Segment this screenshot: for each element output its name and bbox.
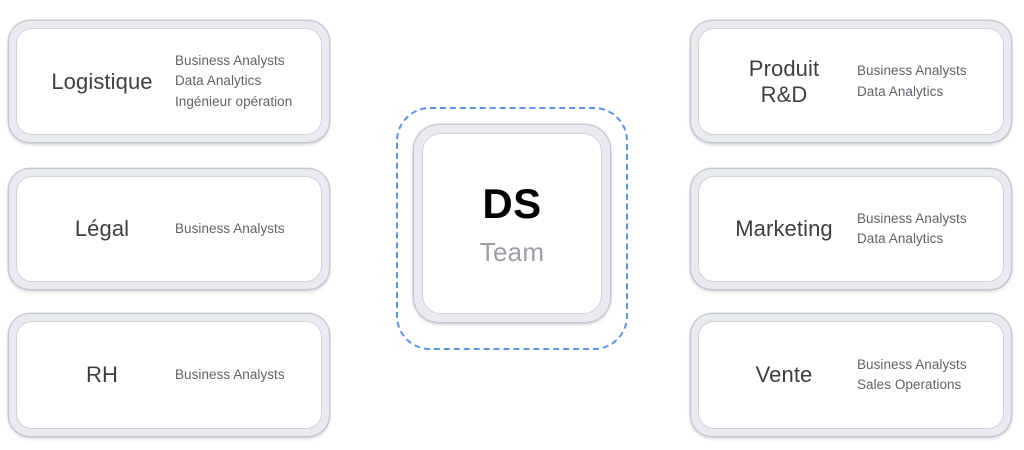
department-card-marketing[interactable]: Marketing Business Analysts Data Analyti… (690, 168, 1012, 290)
department-name: Produit R&D (748, 55, 820, 107)
department-card-produit-rd[interactable]: Produit R&D Business Analysts Data Analy… (690, 20, 1012, 143)
department-roles: Business Analysts Sales Operations (857, 356, 967, 392)
department-name: Légal (74, 216, 130, 242)
card-inner: RH Business Analysts (16, 321, 322, 429)
department-name: Vente (755, 362, 813, 388)
department-roles: Business Analysts (175, 220, 285, 236)
department-roles: Business Analysts Data Analytics (857, 63, 967, 99)
department-name: RH (86, 362, 118, 388)
department-roles: Business Analysts Data Analytics Ingénie… (175, 53, 293, 109)
card-inner: Vente Business Analysts Sales Operations (698, 321, 1004, 429)
ds-team-title: DS (482, 179, 542, 227)
ds-team-subtitle: Team (479, 236, 545, 267)
card-inner: Légal Business Analysts (16, 176, 322, 282)
department-card-rh[interactable]: RH Business Analysts (8, 313, 330, 437)
ds-team-highlight-border (396, 107, 628, 350)
card-inner: Marketing Business Analysts Data Analyti… (698, 176, 1004, 282)
card-inner: Logistique Business Analysts Data Analyt… (16, 28, 322, 135)
card-inner: DS Team (422, 133, 602, 314)
department-name: Logistique (51, 68, 153, 94)
card-inner: Produit R&D Business Analysts Data Analy… (698, 28, 1004, 135)
department-card-logistique[interactable]: Logistique Business Analysts Data Analyt… (8, 20, 330, 143)
department-roles: Business Analysts (175, 366, 285, 382)
department-roles: Business Analysts Data Analytics (857, 210, 967, 246)
department-card-vente[interactable]: Vente Business Analysts Sales Operations (690, 313, 1012, 437)
department-card-legal[interactable]: Légal Business Analysts (8, 168, 330, 290)
ds-team-card[interactable]: DS Team (413, 124, 611, 323)
department-name: Marketing (735, 216, 833, 242)
